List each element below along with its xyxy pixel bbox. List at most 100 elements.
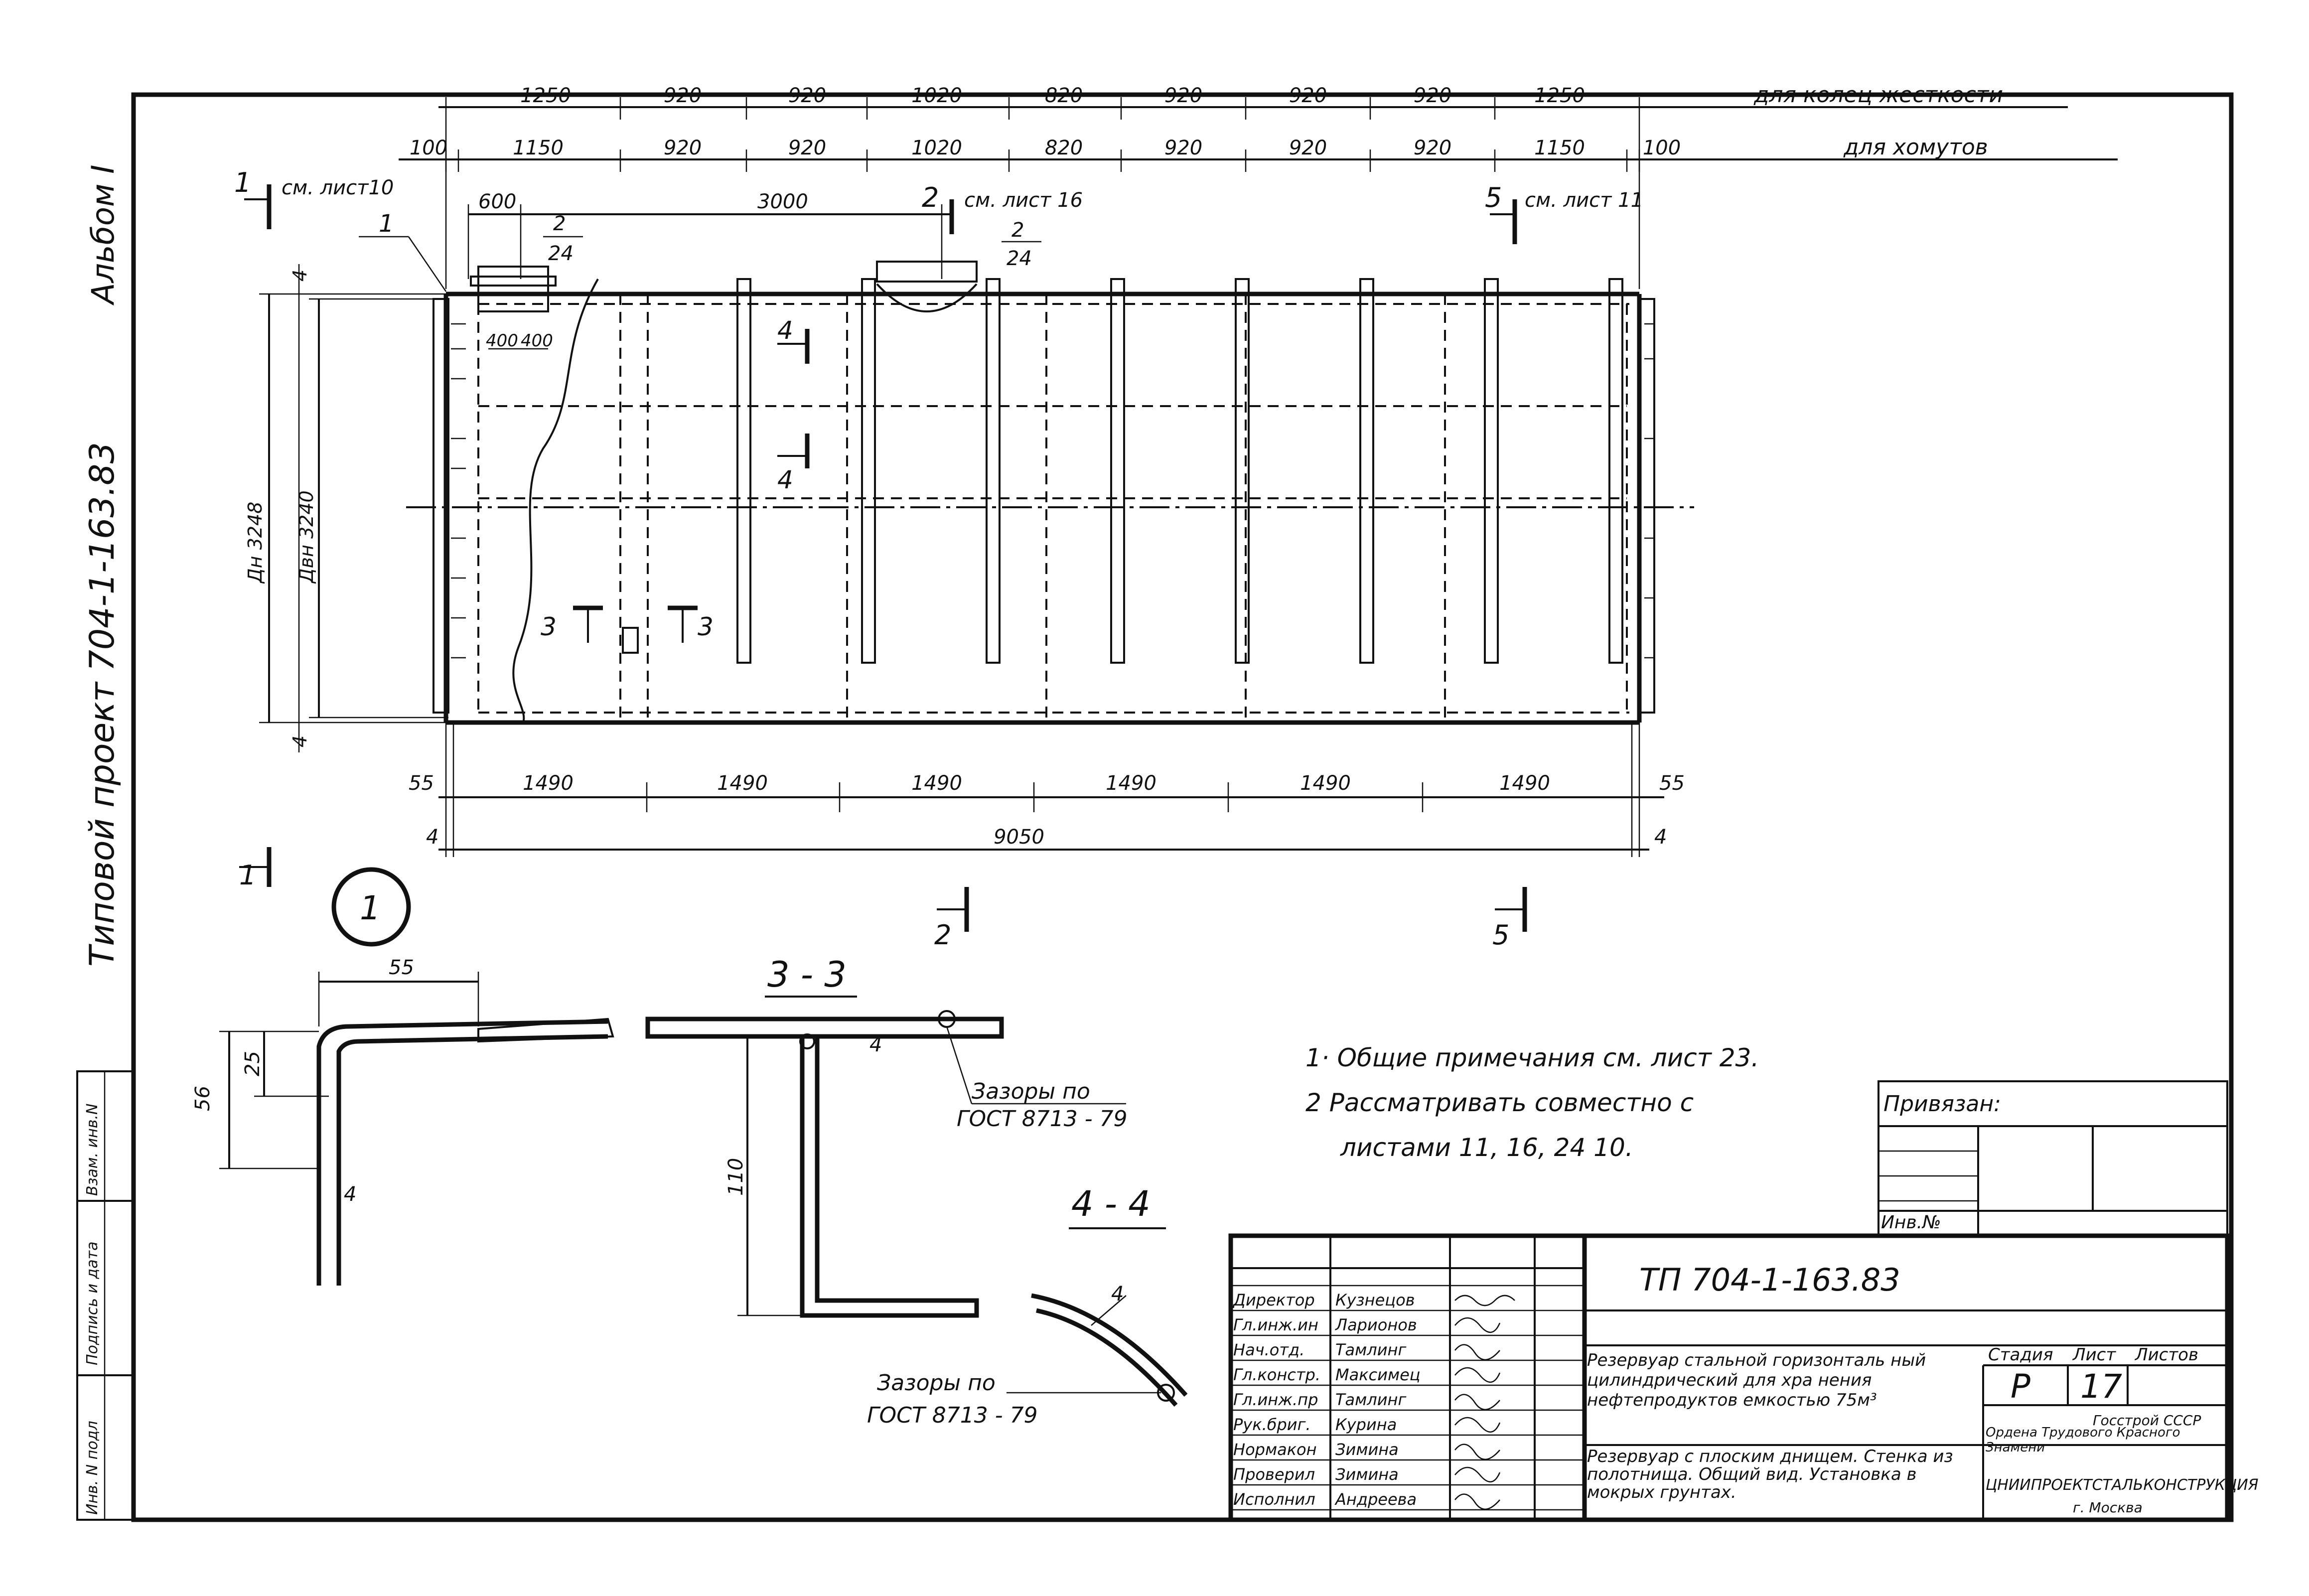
dim-total-4-right: 4 [1654,826,1667,849]
svg-text:Директор: Директор [1232,1291,1315,1309]
dim-55-right: 55 [1659,772,1685,795]
dim-3000: 3000 [757,190,808,213]
svg-text:1: 1 [234,167,251,198]
top1-1: 920 [664,84,702,107]
section-1-marker: 1 см. лист10 [234,167,394,229]
bottom-5: 1490 [1499,772,1550,795]
band-2 [861,278,876,664]
side-stamp [76,1070,135,1521]
svg-text:3: 3 [698,612,714,641]
section-5-bottom: 5 [1492,887,1527,951]
section-44-title: 4 - 4 [1071,1183,1151,1224]
top2-3: 1020 [911,137,962,159]
svg-text:Листов: Листов [2134,1345,2198,1365]
project-label: Типовой проект 704-1-163.83 [83,442,122,967]
title-desc1: Резервуар стальной горизонталь ный цилин… [1587,1350,1926,1410]
svg-text:Андреева: Андреева [1334,1490,1417,1509]
svg-text:4: 4 [344,1183,356,1206]
top1-8: 1250 [1534,84,1585,107]
section-33-drawing: 110 4 Зазоры по ГОСТ 8713 - 79 [645,1010,1128,1318]
svg-text:ГОСТ 8713 - 79: ГОСТ 8713 - 79 [867,1403,1038,1428]
svg-text:Тамлинг: Тамлинг [1335,1390,1406,1409]
svg-text:Зазоры по: Зазоры по [877,1370,996,1396]
svg-text:4: 4 [1111,1283,1124,1306]
section-3-markers: 3 3 [541,605,714,654]
section-2-bottom: 2 [934,887,969,951]
dim-dvn: Двн 3240 [295,490,317,584]
svg-text:4: 4 [869,1033,882,1056]
dim-total-4-left: 4 [426,826,438,849]
svg-text:1: 1 [239,860,256,891]
nozzle-1 [477,266,549,312]
svg-text:Зимина: Зимина [1335,1465,1399,1484]
svg-text:400: 400 [521,331,553,351]
svg-text:Гл.констр.: Гл.констр. [1233,1365,1320,1384]
album-label: Альбом I [85,164,121,306]
note-2: 2 Рассматривать совместно с [1305,1088,1694,1117]
svg-text:Тамлинг: Тамлинг [1335,1340,1406,1359]
band-3 [986,278,1001,664]
svg-text:Максимец: Максимец [1335,1365,1421,1384]
top2-5: 920 [1164,137,1202,159]
svg-text:5: 5 [1492,919,1509,951]
note-3: листами 11, 16, 24 10. [1340,1133,1633,1162]
svg-text:Привязан:: Привязан: [1883,1091,2001,1117]
top2-4: 820 [1045,137,1083,159]
svg-text:Гл.инж.ин: Гл.инж.ин [1233,1315,1318,1334]
title-block: Директор Гл.инж.ин Нач.отд. Гл.констр. Г… [1228,1233,2259,1522]
top1-7: 920 [1414,84,1451,107]
svg-text:24: 24 [548,242,574,265]
band-1 [736,278,751,664]
dim-100-right: 100 [1643,137,1681,159]
svg-text:Нач.отд.: Нач.отд. [1233,1340,1304,1359]
dim-total: 9050 [994,826,1044,849]
svg-text:Госстрой СССР: Госстрой СССР [2093,1412,2201,1429]
svg-text:Зазоры по: Зазоры по [972,1079,1090,1104]
svg-text:Кузнецов: Кузнецов [1335,1291,1415,1309]
svg-text:Рук.бриг.: Рук.бриг. [1233,1415,1311,1434]
svg-text:2: 2 [922,182,939,213]
side-stamp-podpis: Подпись и дата [84,1242,101,1366]
svg-text:24: 24 [1007,247,1032,270]
svg-text:400: 400 [486,331,518,351]
dim-600: 600 [478,190,516,213]
top2-0: 1150 [513,137,564,159]
section-5-marker: 5 см. лист 11 [1485,182,1643,244]
svg-text:Р: Р [2011,1367,2030,1406]
svg-text:4: 4 [777,316,793,345]
band-7 [1484,278,1499,664]
detail-1-drawing: 55 56 25 4 [191,956,614,1286]
section-4-markers: 4 4 [777,316,810,494]
svg-text:5: 5 [1485,182,1502,213]
side-stamp-inv: Инв. N подл [84,1421,101,1515]
svg-text:Гл.инж.пр: Гл.инж.пр [1233,1390,1318,1409]
band-5 [1235,278,1250,664]
svg-text:ЦНИИПРОЕКТСТАЛЬКОНСТРУКЦИЯ: ЦНИИПРОЕКТСТАЛЬКОНСТРУКЦИЯ [1986,1476,2259,1494]
item-1: 1 [379,210,394,238]
top2-7: 920 [1414,137,1451,159]
svg-text:110: 110 [724,1158,747,1196]
svg-text:Инв.№: Инв.№ [1881,1212,1941,1233]
svg-text:3: 3 [541,612,557,641]
dim-55-left: 55 [409,772,434,795]
svg-text:2: 2 [934,919,951,951]
top1-3: 1020 [911,84,962,107]
dim-100-left: 100 [410,137,447,159]
svg-text:ГОСТ 8713 - 79: ГОСТ 8713 - 79 [957,1106,1128,1132]
svg-text:2: 2 [1011,219,1024,242]
top2-8: 1150 [1534,137,1585,159]
top2-2: 920 [788,137,826,159]
svg-text:Нормакон: Нормакон [1233,1440,1317,1459]
bottom-2: 1490 [911,772,962,795]
top2-1: 920 [664,137,702,159]
section-1-bottom: 1 [239,847,272,891]
svg-text:55: 55 [389,956,414,979]
title-code: ТП 704-1-163.83 [1639,1262,1900,1298]
drawing-frame [131,92,2234,1522]
tank-main-view [406,278,1694,725]
svg-text:Лист: Лист [2072,1345,2116,1365]
svg-text:см. лист 11: см. лист 11 [1525,189,1643,212]
row2-label: для хомутов [1843,135,1988,160]
section-33-title: 3 - 3 [767,954,847,995]
note-1: 1· Общие примечания см. лист 23. [1305,1043,1759,1072]
